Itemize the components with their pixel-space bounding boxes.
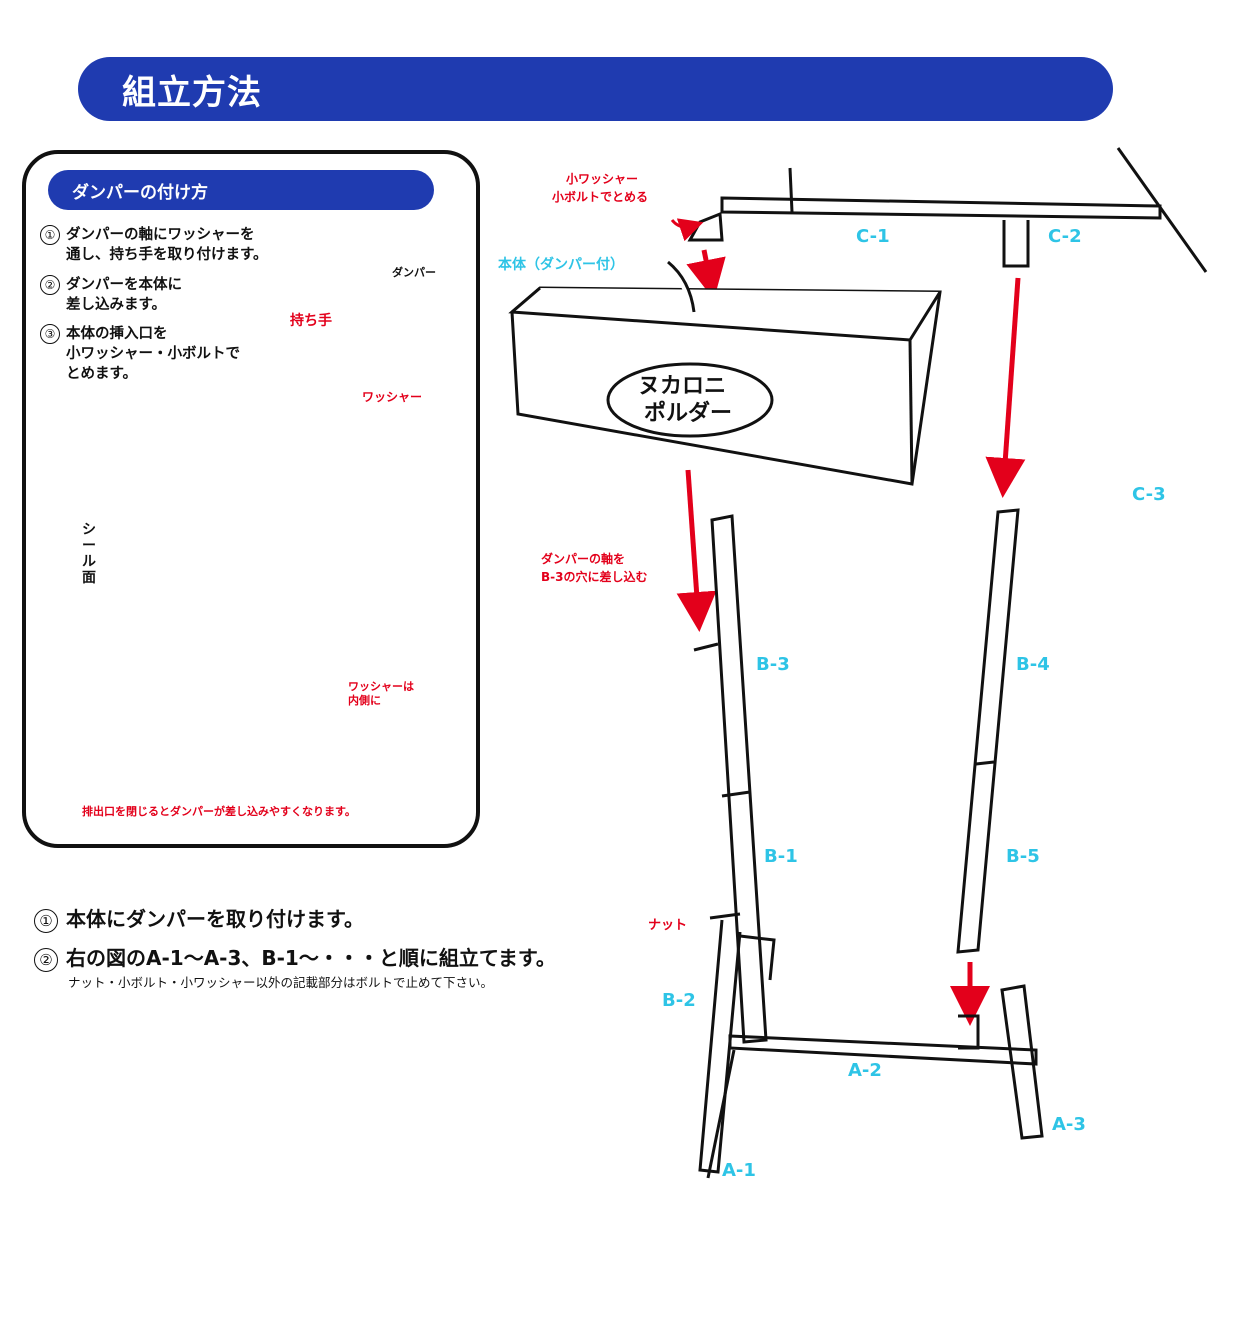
header-bar: 組立方法 [78,57,1113,121]
part-c2-label: C-2 [1048,226,1082,247]
panel-footnote: 排出口を閉じるとダンパーが差し込みやすくなります。 [82,805,356,818]
bolt-note: ナット・小ボルト・小ワッシャー以外の記載部分はボルトで止めて下さい。 [68,975,494,990]
part-b2-label: B-2 [662,990,696,1011]
part-b4-label: B-4 [1016,654,1050,675]
right-column [956,508,1020,954]
part-b1-label: B-1 [764,846,798,867]
panel-heading: ダンパーの付け方 [48,170,434,210]
damper-instructions-panel: ダンパーの付け方 [22,150,480,848]
left-column [693,514,776,1174]
part-a3-label: A-3 [1052,1114,1086,1135]
main-body [508,260,942,486]
damper-label: ダンパー [392,266,436,279]
svg-text:ヌカロニ: ヌカロニ [638,374,726,399]
part-a1-label: A-1 [722,1160,756,1181]
part-b3-label: B-3 [756,654,790,675]
part-c1-label: C-1 [856,226,890,247]
washer-label: ワッシャー [362,390,423,404]
washer-inside-label-2: 内側に [348,694,381,707]
handle-label: 持ち手 [290,313,332,329]
washer-inside-label-1: ワッシャーは [348,680,414,693]
top-beam [687,147,1208,273]
small-washer-label-1: 小ワッシャー [566,172,639,186]
base-frame [706,984,1044,1179]
damper-shaft-label-1: ダンパーの軸を [541,552,626,566]
nut-label: ナット [648,918,688,933]
panel-title: ダンパーの付け方 [72,183,208,203]
body-with-damper-label: 本体（ダンパー付） [498,257,624,273]
damper-shaft-label-2: B-3の穴に差し込む [541,570,648,584]
body-logo: ヌカロニ ポルダー [638,374,732,426]
svg-text:ポルダー: ポルダー [644,400,732,426]
part-c3-label: C-3 [1132,484,1166,505]
part-b5-label: B-5 [1006,846,1040,867]
part-a2-label: A-2 [848,1060,882,1081]
small-washer-label-2: 小ボルトでとめる [552,190,649,204]
page-title: 組立方法 [122,73,262,113]
seal-face-label: シール面 [82,522,96,586]
